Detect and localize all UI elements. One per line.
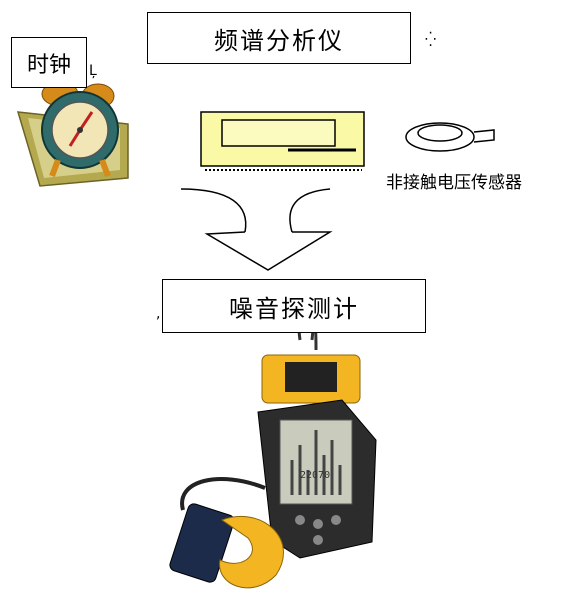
noise-meter-icon [169,310,377,589]
clock-icon [16,81,129,187]
stray-mark-3: , [156,306,160,322]
voltage-sensor-icon [405,122,495,152]
title-box: 频谱分析仪 [147,12,411,64]
merge-arrow [180,188,333,271]
spectrum-analyzer-icon [200,111,365,171]
stray-mark-2: Ļ [89,63,97,79]
device-screen-text: 22070 [300,470,331,481]
stray-mark: ⁛ [425,32,436,48]
clock-label: 时钟 [11,37,87,88]
noise-meter-label: 噪音探测计 [162,279,426,333]
sensor-label: 非接触电压传感器 [386,173,522,193]
